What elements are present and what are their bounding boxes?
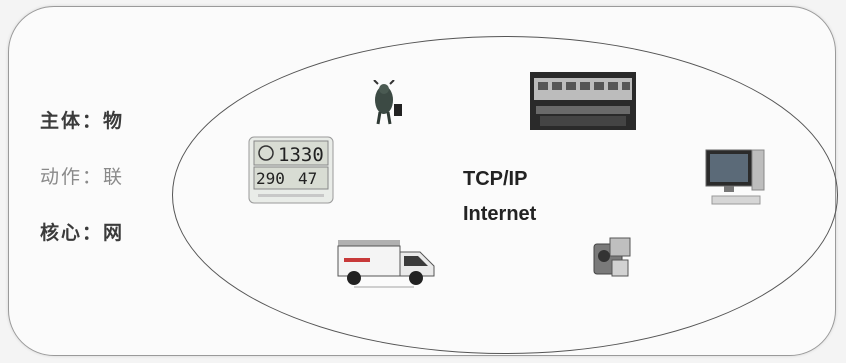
label-subject: 主体：物 (40, 110, 125, 132)
protocol-label: TCP/IP (463, 168, 528, 190)
animal-tag-icon (368, 79, 408, 132)
thermometer-clock-icon: 1330 290 47 (248, 136, 334, 208)
network-label: Internet (463, 203, 537, 225)
label-action: 动作：联 (40, 166, 125, 188)
camera-icon (586, 234, 636, 284)
ambulance-icon (334, 232, 440, 296)
computer-icon (702, 146, 768, 214)
clock-time: 1330 (278, 144, 324, 166)
control-room-icon (530, 72, 636, 134)
network-ellipse (172, 36, 838, 354)
label-core: 核心：网 (40, 222, 125, 244)
clock-humidity: 47 (298, 169, 317, 188)
clock-temp: 290 (256, 169, 285, 188)
